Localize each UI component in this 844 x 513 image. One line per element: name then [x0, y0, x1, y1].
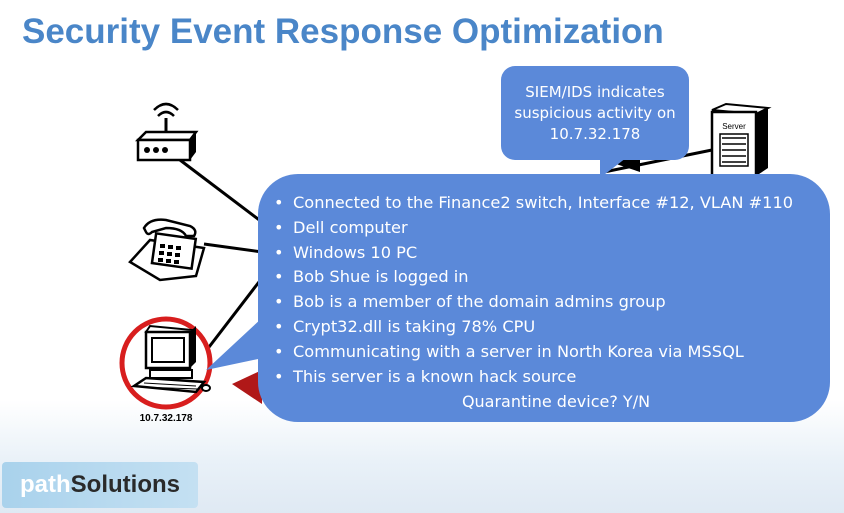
- logo-part-path: path: [20, 471, 71, 498]
- list-item: Bob is a member of the domain admins gro…: [274, 290, 793, 315]
- alert-line: SIEM/IDS indicates: [525, 82, 665, 101]
- router-icon[interactable]: [134, 102, 199, 162]
- info-callout-tail: [206, 318, 272, 370]
- page-title: Security Event Response Optimization: [22, 12, 664, 51]
- alert-line: 10.7.32.178: [549, 124, 641, 143]
- alert-callout-tail: [600, 158, 626, 178]
- list-item: Windows 10 PC: [274, 241, 793, 266]
- server-icon[interactable]: Server: [710, 102, 772, 178]
- list-item: This server is a known hack source: [274, 365, 793, 390]
- list-item: Bob Shue is logged in: [274, 265, 793, 290]
- list-item: Dell computer: [274, 216, 793, 241]
- quarantine-prompt[interactable]: Quarantine device? Y/N: [461, 392, 651, 411]
- device-info-callout: Connected to the Finance2 switch, Interf…: [258, 174, 830, 422]
- list-item: Connected to the Finance2 switch, Interf…: [274, 191, 793, 216]
- phone-icon[interactable]: [128, 218, 206, 282]
- computer-icon[interactable]: [119, 316, 213, 410]
- logo-part-solutions: Solutions: [70, 471, 180, 498]
- computer-ip-label: 10.7.32.178: [139, 413, 193, 424]
- alert-line: suspicious activity on: [514, 103, 676, 122]
- list-item: Communicating with a server in North Kor…: [274, 340, 793, 365]
- device-info-list: Connected to the Finance2 switch, Interf…: [274, 191, 793, 389]
- alert-callout: SIEM/IDS indicates suspicious activity o…: [501, 66, 689, 160]
- list-item: Crypt32.dll is taking 78% CPU: [274, 315, 793, 340]
- server-label: Server: [722, 122, 746, 131]
